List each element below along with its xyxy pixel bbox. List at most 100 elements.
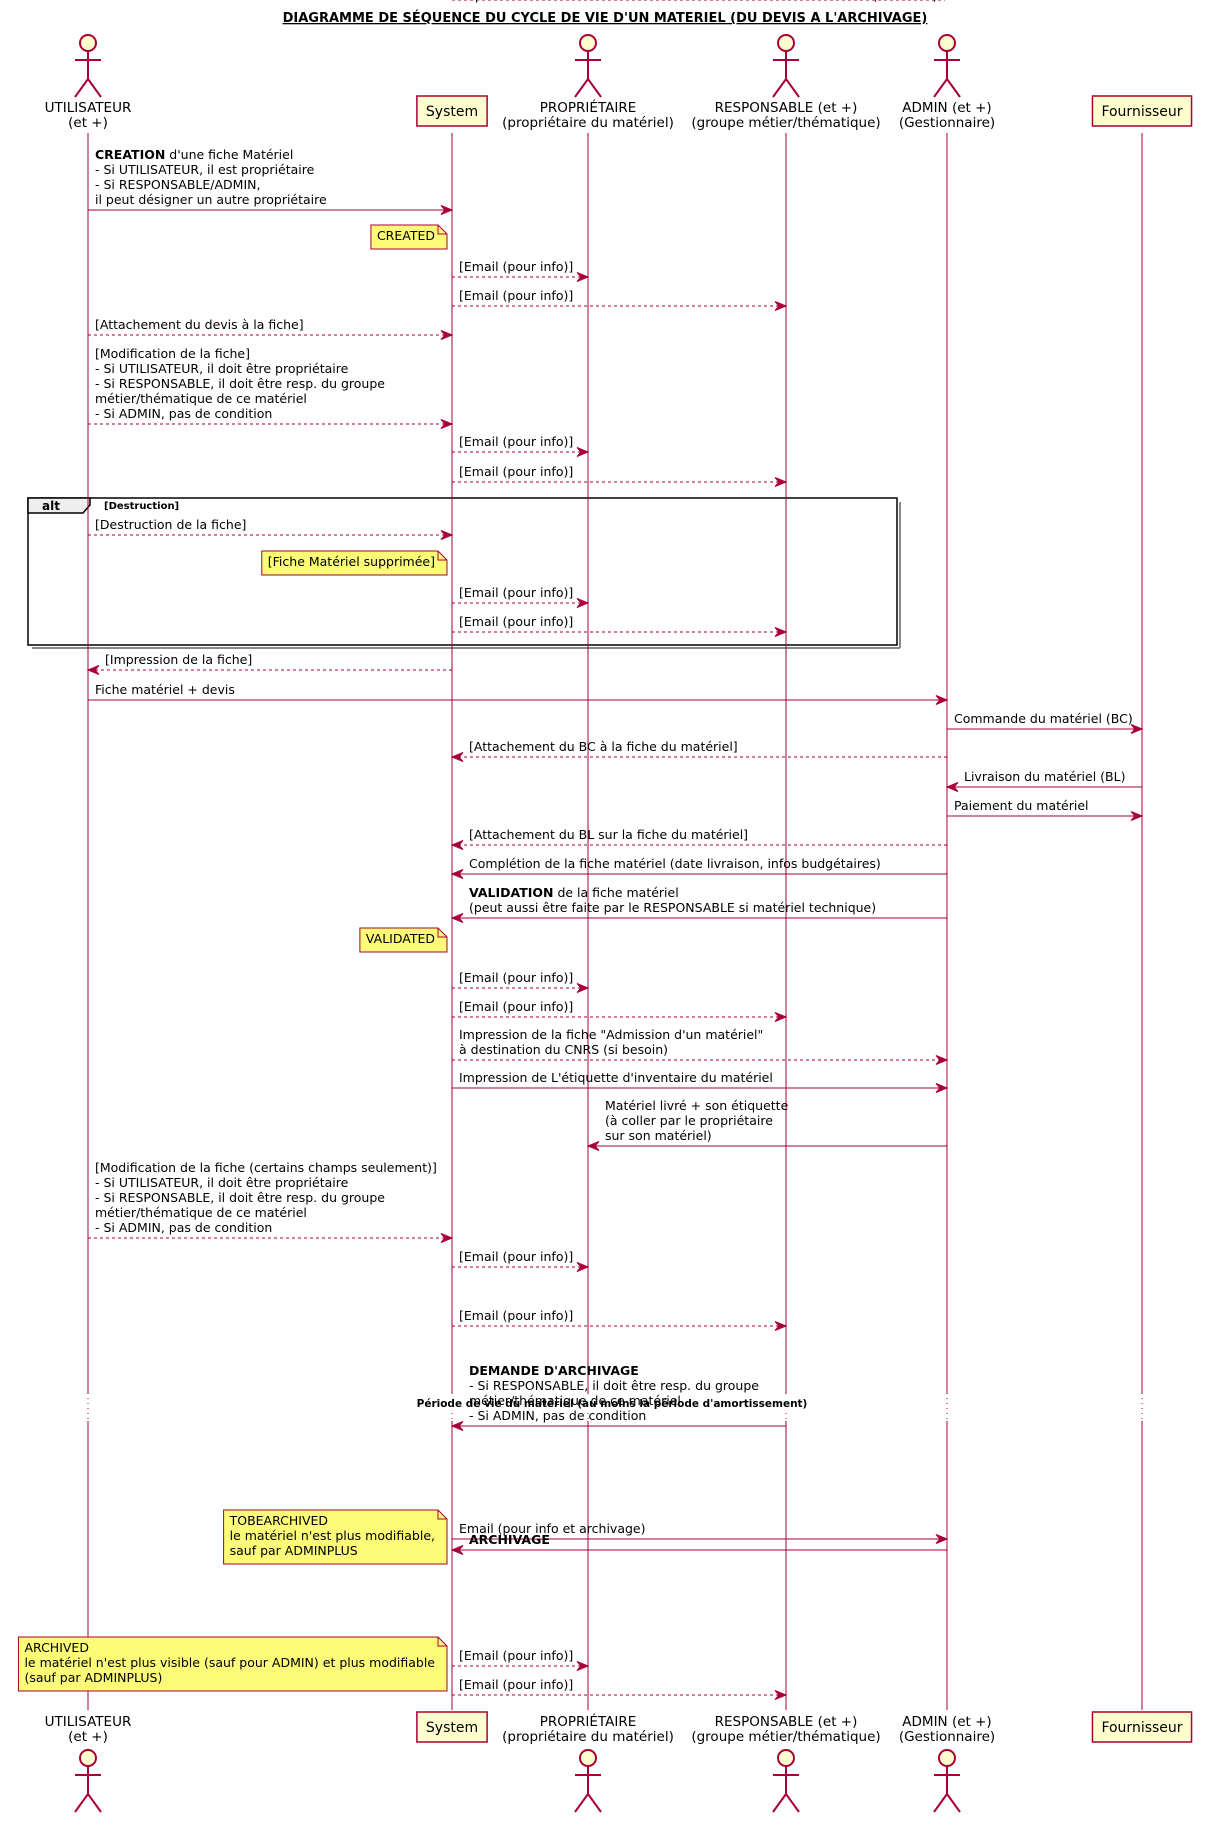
actor-icon [574, 1749, 602, 1813]
message: [Email (pour info)] [452, 614, 788, 637]
actor-icon [574, 34, 602, 98]
message: [Modification de la fiche]- Si UTILISATE… [88, 346, 454, 429]
message-label: [Email (pour info)] [459, 1308, 573, 1323]
message-label: métier/thématique de ce matériel [95, 391, 307, 406]
message: Fiche matériel + devis [88, 682, 949, 705]
arrowhead-icon [935, 1083, 949, 1093]
message: Livraison du matériel (BL) [945, 769, 1142, 792]
message: ARCHIVAGE [450, 1532, 947, 1555]
actor-icon [772, 1749, 800, 1813]
message: [Email (pour info)] [452, 1249, 590, 1272]
arrowhead-icon [774, 477, 788, 487]
arrowhead-icon [774, 1321, 788, 1331]
participant-supplier-bottom: Fournisseur [1091, 1711, 1193, 1743]
arrowhead-icon [440, 1233, 454, 1243]
message: [Email (pour info)] [452, 259, 590, 282]
message-label: métier/thématique de ce matériel [469, 1393, 681, 1408]
arrowhead-icon [935, 1534, 949, 1544]
participant-label: PROPRIÉTAIRE [540, 99, 637, 116]
note-text: sauf par ADMINPLUS [230, 1543, 358, 1558]
arrowhead-icon [576, 1661, 590, 1671]
arrowhead-icon [450, 913, 464, 923]
arrowhead-icon [945, 782, 959, 792]
message-label: [Email (pour info)] [459, 1648, 573, 1663]
message: [Email (pour info)] [452, 434, 590, 457]
message-label: Paiement du matériel [954, 798, 1089, 813]
alt-frame: alt[Destruction] [27, 497, 901, 649]
participant-label: System [426, 1720, 478, 1736]
message-label: [Email (pour info)] [459, 970, 573, 985]
message: Paiement du matériel [947, 798, 1144, 821]
arrowhead-icon [576, 1262, 590, 1272]
participant-resp-top: RESPONSABLE (et +)(groupe métier/thémati… [691, 100, 880, 131]
message-label: [Email (pour info)] [459, 585, 573, 600]
delay-separator: Période de vie du matériel (au moins la … [86, 1393, 1144, 1421]
arrowhead-icon [440, 205, 454, 215]
message: Email (pour info et archivage) [452, 1521, 949, 1544]
message: [Attachement du BC à la fiche du matérie… [450, 739, 947, 762]
actor-icon [933, 34, 961, 98]
delay-label: Période de vie du matériel (au moins la … [417, 1398, 808, 1410]
note: CREATED [370, 224, 448, 250]
arrowhead-icon [440, 530, 454, 540]
note-text: le matériel n'est plus modifiable, [230, 1528, 435, 1543]
arrowhead-icon [774, 627, 788, 637]
message-label: [Email (pour info)] [459, 288, 573, 303]
message-label: - Si ADMIN, pas de condition [469, 1408, 646, 1423]
note-text: (sauf par ADMINPLUS) [24, 1670, 162, 1685]
message-label: CREATION d'une fiche Matériel [95, 147, 293, 162]
arrowhead-icon [586, 1141, 600, 1151]
arrowhead-icon [774, 1012, 788, 1022]
participant-system-bottom: System [416, 1711, 488, 1743]
message-label: [Modification de la fiche (certains cham… [95, 1160, 437, 1175]
participant-system-top: System [416, 95, 488, 127]
message-label: - Si RESPONSABLE, il doit être resp. du … [95, 1190, 385, 1205]
message-label: [Email (pour info)] [459, 1249, 573, 1264]
message-label: Email (pour info et archivage) [459, 1521, 645, 1536]
participant-admin-bottom: ADMIN (et +)(Gestionnaire) [899, 1714, 995, 1745]
message: VALIDATION de la fiche matériel(peut aus… [450, 885, 947, 923]
message-label: Fiche matériel + devis [95, 682, 235, 697]
message: Impression de L'étiquette d'inventaire d… [452, 1070, 949, 1093]
arrowhead-icon [576, 447, 590, 457]
note-text: ARCHIVED [24, 1640, 89, 1655]
arrowhead-icon [450, 840, 464, 850]
participant-label: (propriétaire du matériel) [502, 1729, 674, 1745]
note-text: VALIDATED [366, 931, 435, 946]
message-label: sur son matériel) [605, 1128, 712, 1143]
participant-resp-bottom: RESPONSABLE (et +)(groupe métier/thémati… [691, 1714, 880, 1745]
note: [Fiche Matériel supprimée] [261, 550, 448, 576]
arrowhead-icon [86, 665, 100, 675]
participant-label: System [426, 104, 478, 120]
message-label: [Email (pour info)] [459, 259, 573, 274]
arrowhead-icon [935, 695, 949, 705]
message: Impression de la fiche "Admission d'un m… [452, 1027, 949, 1065]
message-label: à destination du CNRS (si besoin) [459, 1042, 668, 1057]
participant-label: RESPONSABLE (et +) [715, 1714, 858, 1730]
actor-icon [74, 1749, 102, 1813]
message: Impression de la fiche "Sortie de matéri… [452, 0, 945, 3]
participant-label: (groupe métier/thématique) [691, 115, 880, 131]
message: Complétion de la fiche matériel (date li… [450, 856, 947, 879]
alt-label: alt [42, 499, 60, 513]
message-label: [Destruction de la fiche] [95, 517, 246, 532]
participant-user-bottom: UTILISATEUR(et +) [45, 1714, 132, 1745]
message: [Impression de la fiche] [86, 652, 452, 675]
participant-label: ADMIN (et +) [902, 1714, 991, 1730]
message-label: [Modification de la fiche] [95, 346, 250, 361]
message-label: - Si ADMIN, pas de condition [95, 406, 272, 421]
message-label: [Email (pour info)] [459, 434, 573, 449]
participant-label: ADMIN (et +) [902, 100, 991, 116]
actor-icon [74, 34, 102, 98]
note-text: [Fiche Matériel supprimée] [268, 554, 435, 569]
message: [Email (pour info)] [452, 1648, 590, 1671]
note-text: CREATED [377, 228, 435, 243]
message-label: [Email (pour info)] [459, 999, 573, 1014]
participant-label: PROPRIÉTAIRE [540, 1713, 637, 1730]
message-label: - Si RESPONSABLE, il doit être resp. du … [469, 1378, 759, 1393]
message: Matériel livré + son étiquette(à coller … [586, 1098, 947, 1151]
arrowhead-icon [774, 1690, 788, 1700]
message-label: (à coller par le propriétaire [605, 1113, 773, 1128]
